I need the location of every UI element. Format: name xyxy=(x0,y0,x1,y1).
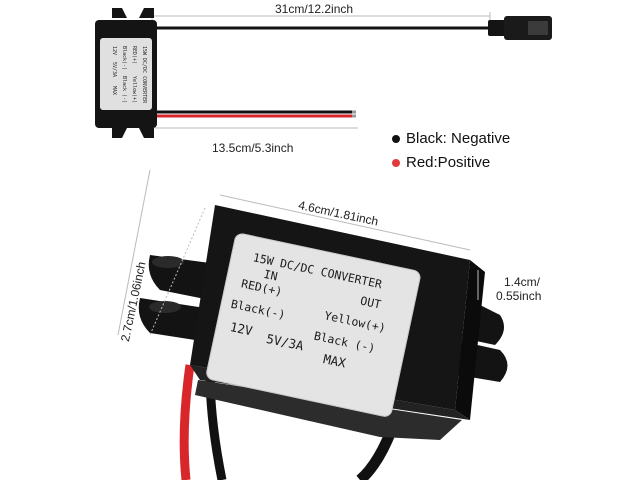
small-label-out-positive: Yellow(+) xyxy=(131,76,137,104)
legend-label-negative: Black: Negative xyxy=(406,130,511,147)
small-label-max: MAX xyxy=(111,86,117,96)
lead-length-label: 13.5cm/5.3inch xyxy=(212,141,294,155)
usb-plug xyxy=(488,16,552,40)
small-label-title: 15W DC/DC CONVERTER xyxy=(141,46,147,104)
small-converter-label: 15W DC/DC CONVERTER RED(+) Yellow(+) Bla… xyxy=(103,42,151,108)
small-label-out-negative: Black (-) xyxy=(121,76,127,104)
small-label-input-voltage: 12V xyxy=(111,46,117,56)
legend-item-positive: Red:Positive xyxy=(392,154,490,171)
black-dot-icon xyxy=(392,134,400,143)
dim-lines-big xyxy=(117,169,479,336)
height-label-line2: 0.55inch xyxy=(496,289,542,303)
red-dot-icon xyxy=(392,158,400,167)
small-label-in-negative: Black(-) xyxy=(121,46,127,71)
cable-length-label: 31cm/12.2inch xyxy=(275,2,354,16)
small-label-output-rating: 5V/3A xyxy=(111,62,117,78)
small-converter xyxy=(95,8,157,138)
small-label-in-positive: RED(+) xyxy=(131,46,137,65)
height-label-line1: 1.4cm/ xyxy=(504,275,541,289)
legend-label-positive: Red:Positive xyxy=(406,154,491,171)
legend-item-negative: Black: Negative xyxy=(392,130,510,147)
